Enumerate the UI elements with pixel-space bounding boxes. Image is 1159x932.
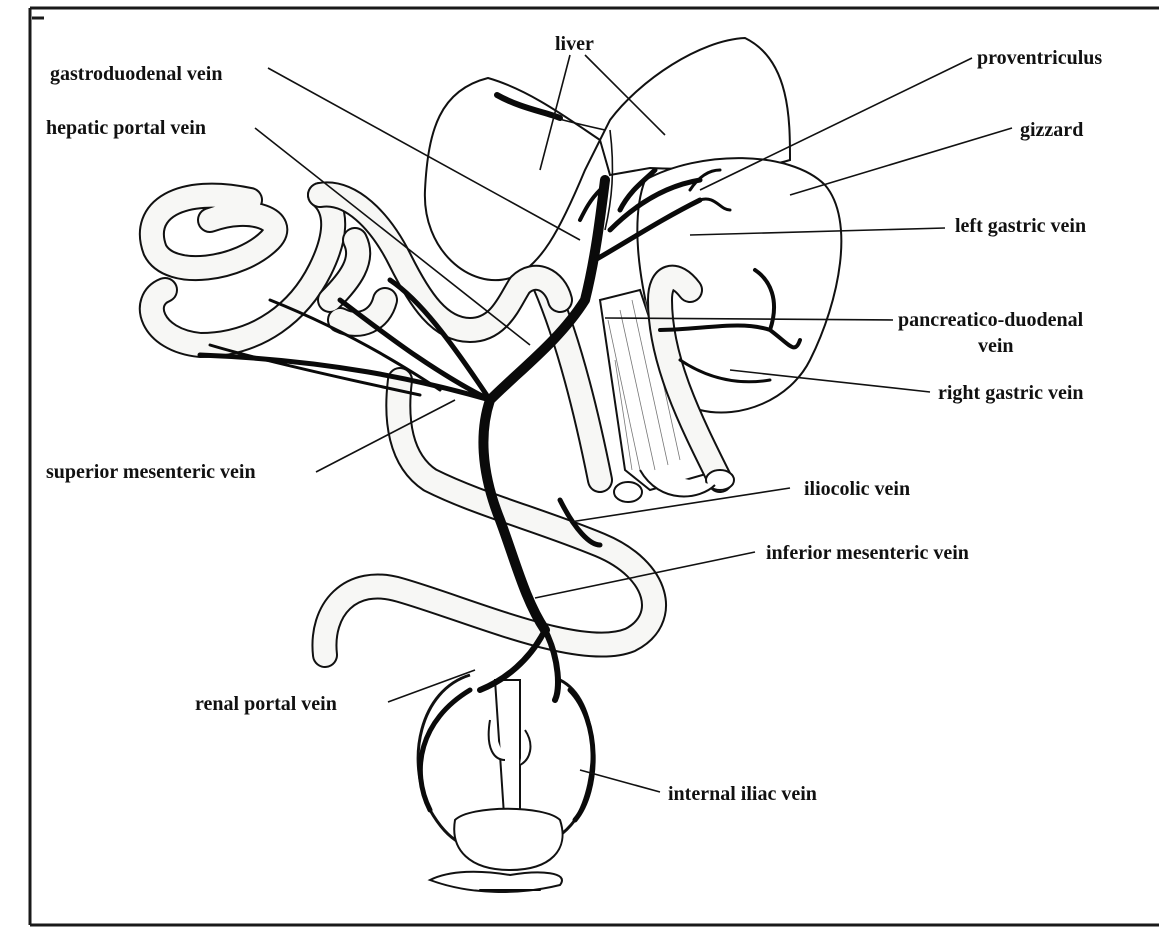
label-left-gastric-vein: left gastric vein — [955, 215, 1086, 237]
label-internal-iliac-vein: internal iliac vein — [668, 783, 817, 805]
label-proventriculus: proventriculus — [977, 47, 1102, 69]
label-gastroduodenal-vein: gastroduodenal vein — [50, 63, 222, 85]
label-pancreatico-duodenal-vein-line2: vein — [978, 335, 1014, 357]
label-gizzard: gizzard — [1020, 119, 1083, 141]
label-liver: liver — [555, 33, 594, 55]
label-iliocolic-vein: iliocolic vein — [804, 478, 910, 500]
label-renal-portal-vein: renal portal vein — [195, 693, 337, 715]
label-pancreatico-duodenal-vein-line1: pancreatico-duodenal — [898, 309, 1084, 331]
label-hepatic-portal-vein: hepatic portal vein — [46, 117, 206, 139]
label-inferior-mesenteric-vein: inferior mesenteric vein — [766, 542, 969, 564]
label-right-gastric-vein: right gastric vein — [938, 382, 1084, 404]
label-superior-mesenteric-vein: superior mesenteric vein — [46, 461, 256, 483]
